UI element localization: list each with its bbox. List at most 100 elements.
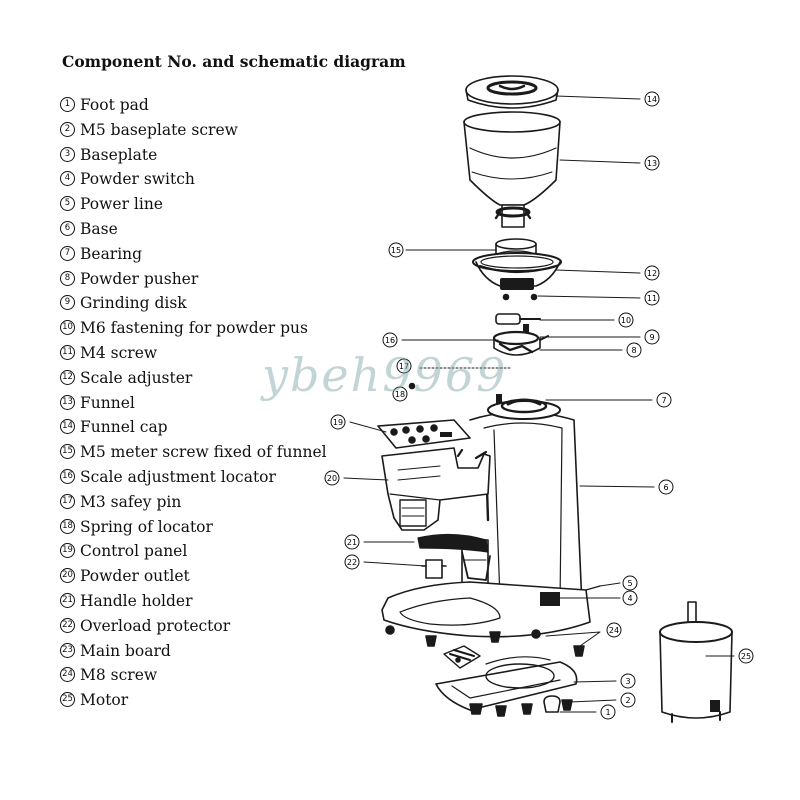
legend-number: 9 bbox=[60, 295, 75, 311]
legend-label: Funnel bbox=[80, 393, 135, 412]
legend-label: M5 meter screw fixed of funnel bbox=[80, 443, 327, 462]
motor-drawing bbox=[659, 601, 733, 723]
legend-number: 13 bbox=[60, 394, 75, 410]
svg-text:25: 25 bbox=[741, 652, 751, 661]
base-body-drawing bbox=[461, 398, 583, 609]
legend-number: 5 bbox=[60, 196, 75, 212]
legend-item: 18 Spring of locator bbox=[60, 515, 327, 540]
svg-text:5: 5 bbox=[627, 579, 632, 588]
svg-text:2: 2 bbox=[625, 696, 630, 705]
legend-label: M4 screw bbox=[80, 343, 158, 362]
baseplate-drawing bbox=[435, 656, 578, 711]
legend-label: Grinding disk bbox=[80, 294, 187, 313]
callout-1: 1 bbox=[600, 704, 616, 720]
legend-label: Scale adjuster bbox=[80, 368, 193, 387]
legend-number: 15 bbox=[60, 444, 75, 460]
callout-8: 8 bbox=[626, 342, 642, 358]
main-board-drawing bbox=[443, 645, 481, 669]
funnel-cap-drawing bbox=[465, 75, 559, 109]
callout-numbers: 14 13 15 12 11 10 16 9 8 17 18 7 19 20 6… bbox=[324, 91, 754, 720]
svg-text:19: 19 bbox=[333, 418, 343, 427]
handle-holder-drawing bbox=[417, 533, 491, 581]
callout-5: 5 bbox=[622, 575, 638, 591]
callout-10: 10 bbox=[618, 312, 634, 328]
legend-label: Scale adjustment locator bbox=[80, 467, 276, 486]
legend-item: 13 Funnel bbox=[60, 391, 327, 416]
legend-item: 7 Bearing bbox=[60, 242, 327, 267]
legend-number: 1 bbox=[60, 97, 75, 112]
callout-22: 22 bbox=[344, 554, 360, 570]
legend-number: 3 bbox=[60, 146, 75, 162]
funnel-drawing bbox=[463, 111, 561, 228]
legend-number: 7 bbox=[60, 245, 75, 261]
legend-item: 22 Overload protector bbox=[60, 614, 327, 639]
legend-number: 8 bbox=[60, 270, 75, 286]
drip-tray-drawing bbox=[381, 581, 601, 639]
legend-number: 18 bbox=[60, 518, 75, 534]
legend-number: 25 bbox=[60, 692, 75, 708]
grinding-disk-drawing bbox=[492, 330, 549, 356]
callout-20: 20 bbox=[324, 470, 340, 486]
svg-text:1: 1 bbox=[605, 708, 610, 717]
legend-item: 5 Power line bbox=[60, 192, 327, 217]
callout-12: 12 bbox=[644, 265, 660, 281]
callout-4: 4 bbox=[622, 590, 638, 606]
legend-item: 16 Scale adjustment locator bbox=[60, 465, 327, 490]
leader-lines bbox=[343, 95, 735, 713]
svg-text:10: 10 bbox=[621, 316, 631, 325]
svg-text:8: 8 bbox=[631, 346, 636, 355]
legend-label: Overload protector bbox=[80, 616, 231, 635]
svg-text:22: 22 bbox=[347, 558, 357, 567]
callout-13: 13 bbox=[644, 155, 660, 171]
legend-item: 9 Grinding disk bbox=[60, 291, 327, 316]
control-panel-drawing bbox=[377, 419, 471, 449]
legend-label: Main board bbox=[80, 641, 171, 660]
legend-label: Bearing bbox=[80, 244, 143, 263]
callout-24: 24 bbox=[606, 622, 622, 638]
svg-text:4: 4 bbox=[627, 594, 632, 603]
callout-14: 14 bbox=[644, 91, 660, 107]
m6-fastening-drawing bbox=[495, 313, 541, 332]
callout-11: 11 bbox=[644, 290, 660, 306]
legend-number: 4 bbox=[60, 171, 75, 187]
legend-number: 16 bbox=[60, 468, 75, 484]
legend-label: Powder outlet bbox=[80, 567, 190, 586]
legend-number: 20 bbox=[60, 568, 75, 584]
callout-25: 25 bbox=[738, 648, 754, 664]
legend-label: Powder switch bbox=[80, 170, 195, 189]
legend-number: 14 bbox=[60, 419, 75, 435]
svg-text:14: 14 bbox=[647, 95, 657, 104]
svg-text:13: 13 bbox=[647, 159, 657, 168]
legend-item: 20 Powder outlet bbox=[60, 564, 327, 589]
callout-19: 19 bbox=[330, 414, 346, 430]
svg-text:24: 24 bbox=[609, 626, 619, 635]
svg-text:17: 17 bbox=[399, 362, 409, 371]
callout-17: 17 bbox=[396, 358, 412, 374]
svg-text:20: 20 bbox=[327, 474, 337, 483]
legend-label: M5 baseplate screw bbox=[80, 120, 238, 139]
page-title: Component No. and schematic diagram bbox=[62, 52, 406, 71]
legend-label: Spring of locator bbox=[80, 517, 213, 536]
svg-text:12: 12 bbox=[647, 269, 657, 278]
foot-pads-drawing bbox=[469, 695, 573, 717]
legend-label: Power line bbox=[80, 195, 163, 214]
legend-number: 22 bbox=[60, 617, 75, 633]
callout-18: 18 bbox=[392, 386, 408, 402]
callout-9: 9 bbox=[644, 329, 660, 345]
legend-label: Base bbox=[80, 219, 118, 238]
svg-text:15: 15 bbox=[391, 246, 401, 255]
callout-3: 3 bbox=[620, 673, 636, 689]
legend-item: 15 M5 meter screw fixed of funnel bbox=[60, 440, 327, 465]
callout-2: 2 bbox=[620, 692, 636, 708]
